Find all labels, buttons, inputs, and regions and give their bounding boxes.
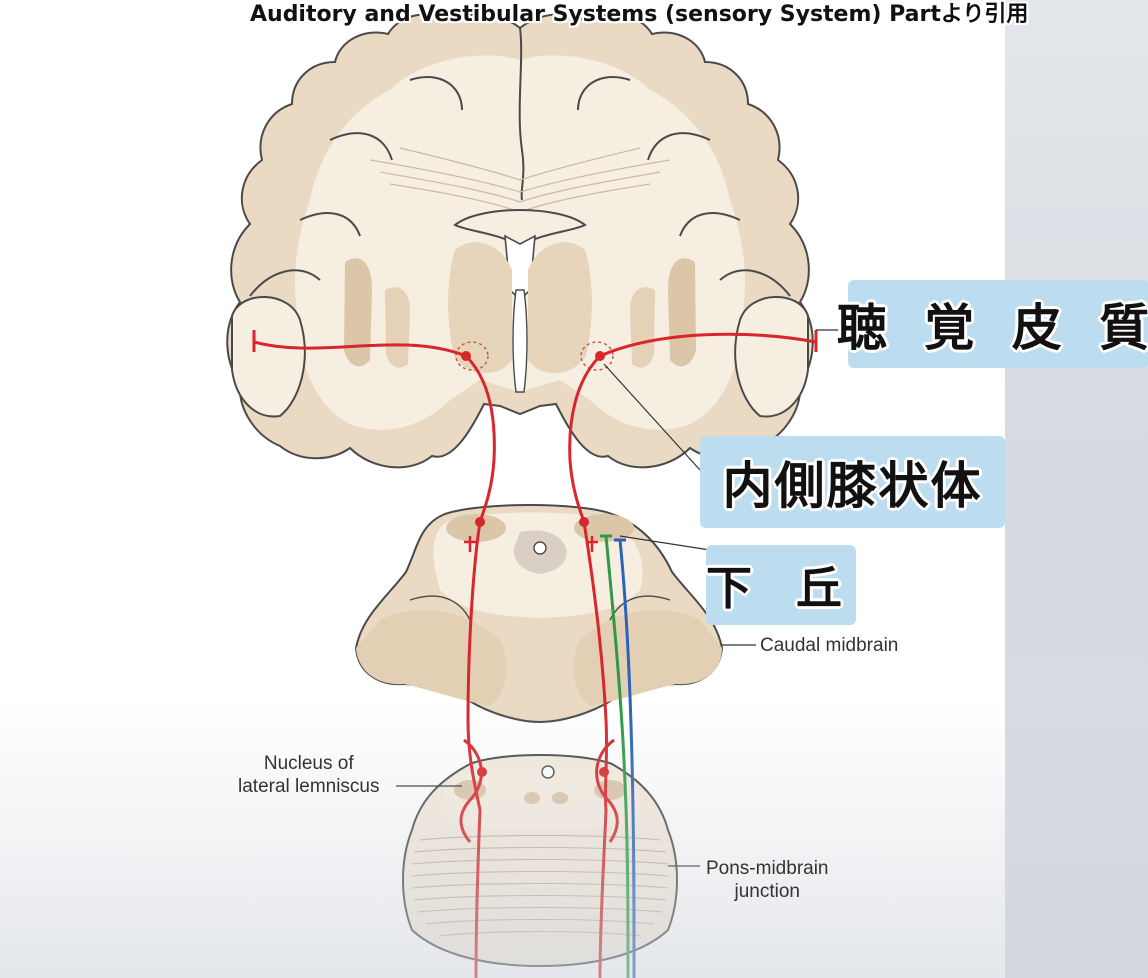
auditory-cortex-label: 聴 覚 皮 質 <box>837 280 1148 368</box>
pons-midbrain-line2: junction <box>734 881 801 902</box>
source-caption: Auditory and Vestibular Systems (sensory… <box>250 2 1029 27</box>
pons-midbrain-section <box>402 754 678 968</box>
cerebral-aqueduct <box>533 541 547 555</box>
corpus-callosum <box>453 209 587 248</box>
right-temporal-lobe <box>734 296 809 418</box>
nucleus-lateral-lemniscus-line2: lateral lemniscus <box>238 776 380 797</box>
auditory-pathway-illustration <box>226 13 848 978</box>
inferior-colliculus-label: 下 丘 <box>706 545 856 625</box>
pons-midbrain-junction-label: Pons-midbrain junction <box>706 857 829 903</box>
left-temporal-lobe <box>231 296 306 418</box>
medial-geniculate-body-label: 内側膝状体 <box>700 436 1005 528</box>
pons-midbrain-line1: Pons-midbrain <box>706 858 829 879</box>
right-thalamus <box>528 242 592 374</box>
nucleus-lateral-lemniscus-label: Nucleus of lateral lemniscus <box>238 752 380 798</box>
left-thalamus <box>448 242 512 374</box>
nucleus-lateral-lemniscus-line1: Nucleus of <box>263 753 354 774</box>
background-panel <box>1005 0 1148 978</box>
caudal-midbrain-section <box>354 504 724 724</box>
caudal-midbrain-label: Caudal midbrain <box>760 635 899 656</box>
cerebrum-section <box>226 13 814 469</box>
